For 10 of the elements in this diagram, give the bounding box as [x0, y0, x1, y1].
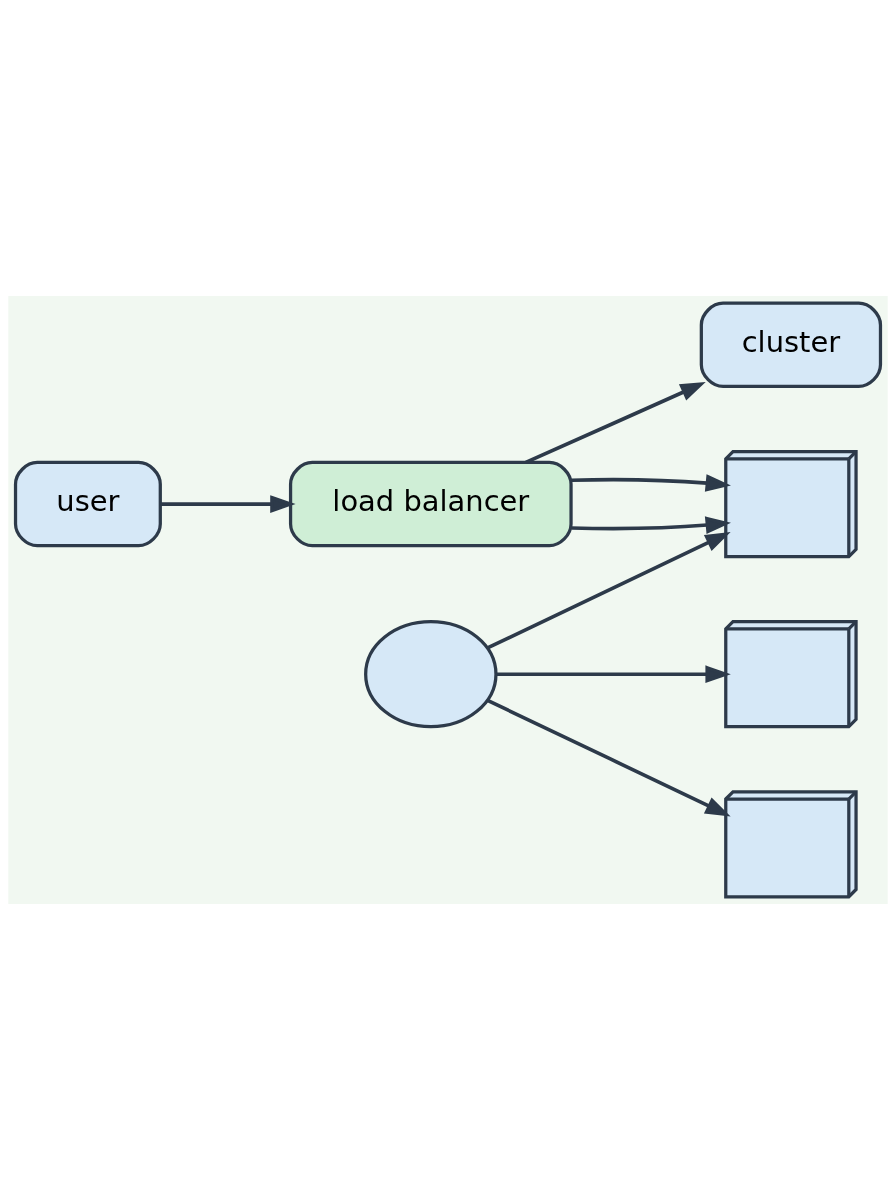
arrow [496, 665, 731, 684]
arrow [571, 474, 731, 492]
arrow [486, 698, 731, 817]
arrow [486, 532, 731, 650]
node-box: cluster [699, 301, 883, 389]
arrow [571, 516, 731, 534]
node-box: load balancer [288, 460, 573, 548]
node-box: user [13, 460, 162, 548]
node-cloud [364, 620, 498, 729]
arrow [160, 495, 296, 513]
